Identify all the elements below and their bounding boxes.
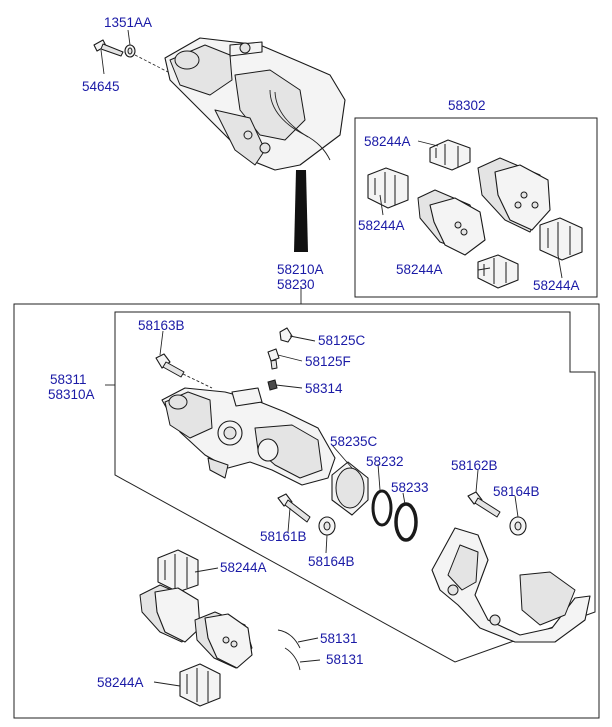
caliper-bracket[interactable] (431, 527, 591, 643)
piston-58235C[interactable] (331, 461, 369, 516)
label-58131-2[interactable]: 58131 (326, 652, 364, 667)
leader-lines (100, 29, 563, 687)
label-58164B-upper[interactable]: 58164B (493, 484, 540, 499)
caliper-subassembly-outline (114, 311, 596, 663)
label-58311[interactable]: 58311 (50, 372, 87, 387)
boot-58233[interactable] (394, 502, 418, 542)
pad-clip-kit-3[interactable] (539, 217, 583, 261)
brake-pad-lower-2[interactable] (194, 611, 253, 669)
label-58244A-kit-3[interactable]: 58244A (396, 262, 443, 277)
label-58125F[interactable]: 58125F (305, 354, 351, 369)
pad-clip-lower-1[interactable] (157, 549, 199, 593)
label-58232[interactable]: 58232 (366, 454, 404, 469)
pad-clip-kit-2[interactable] (367, 167, 409, 209)
dust-plug-58314[interactable] (267, 379, 278, 391)
pad-clip-kit-1[interactable] (429, 139, 471, 171)
bleeder-cap-58125C[interactable] (279, 327, 293, 343)
bolt-54645[interactable] (93, 39, 124, 57)
caliper-assembly-top[interactable] (164, 37, 346, 171)
label-54645[interactable]: 54645 (82, 79, 120, 94)
label-58125C[interactable]: 58125C (318, 333, 366, 348)
label-58210A[interactable]: 58210A (277, 262, 324, 277)
label-58163B[interactable]: 58163B (138, 318, 185, 333)
label-58233[interactable]: 58233 (391, 480, 429, 495)
boot-58164B-lower[interactable] (318, 516, 336, 536)
pad-clip-lower-2[interactable] (179, 663, 221, 707)
washer-1351AA[interactable] (124, 44, 136, 58)
label-58310A[interactable]: 58310A (48, 387, 95, 402)
brake-pad-lower-1[interactable] (139, 584, 201, 643)
wear-indicator-spring-1[interactable] (277, 629, 301, 649)
caliper-assembly-frame (13, 303, 600, 719)
bleeder-screw-58125F[interactable] (267, 348, 280, 370)
label-58302[interactable]: 58302 (448, 98, 486, 113)
label-58314[interactable]: 58314 (305, 381, 343, 396)
guide-pin-58162B[interactable] (467, 491, 501, 518)
bolt-axis-line-2 (182, 373, 213, 389)
pad-clip-kit-4[interactable] (477, 254, 519, 289)
label-58244A-kit-4[interactable]: 58244A (533, 278, 580, 293)
label-58244A-lower-1[interactable]: 58244A (220, 560, 267, 575)
piston-seal-58232[interactable] (371, 489, 393, 527)
boot-58164B-upper[interactable] (509, 516, 527, 536)
caliper-housing[interactable] (161, 387, 336, 486)
label-58244A-kit-1[interactable]: 58244A (364, 134, 411, 149)
label-58164B-lower[interactable]: 58164B (308, 554, 355, 569)
label-58230[interactable]: 58230 (277, 277, 315, 292)
label-58244A-lower-2[interactable]: 58244A (97, 675, 144, 690)
bolt-axis-line (134, 54, 169, 73)
guide-pin-58161B[interactable] (277, 493, 311, 523)
wear-indicator-spring-2[interactable] (284, 647, 301, 671)
label-1351AA[interactable]: 1351AA (104, 15, 152, 30)
label-58131-1[interactable]: 58131 (320, 631, 358, 646)
brake-pad-kit-upper[interactable] (477, 157, 551, 233)
guide-bolt-58163B[interactable] (155, 353, 185, 378)
label-58161B[interactable]: 58161B (260, 529, 307, 544)
brake-pad-kit-frame (354, 117, 598, 298)
brake-pad-kit-lower[interactable] (417, 189, 486, 256)
label-58162B[interactable]: 58162B (451, 458, 498, 473)
label-58235C[interactable]: 58235C (330, 434, 378, 449)
label-58244A-kit-2[interactable]: 58244A (358, 218, 405, 233)
assembly-arrow (294, 170, 308, 252)
part-labels: 1351AA 54645 58302 58244A 58244A 58244A … (48, 15, 580, 690)
